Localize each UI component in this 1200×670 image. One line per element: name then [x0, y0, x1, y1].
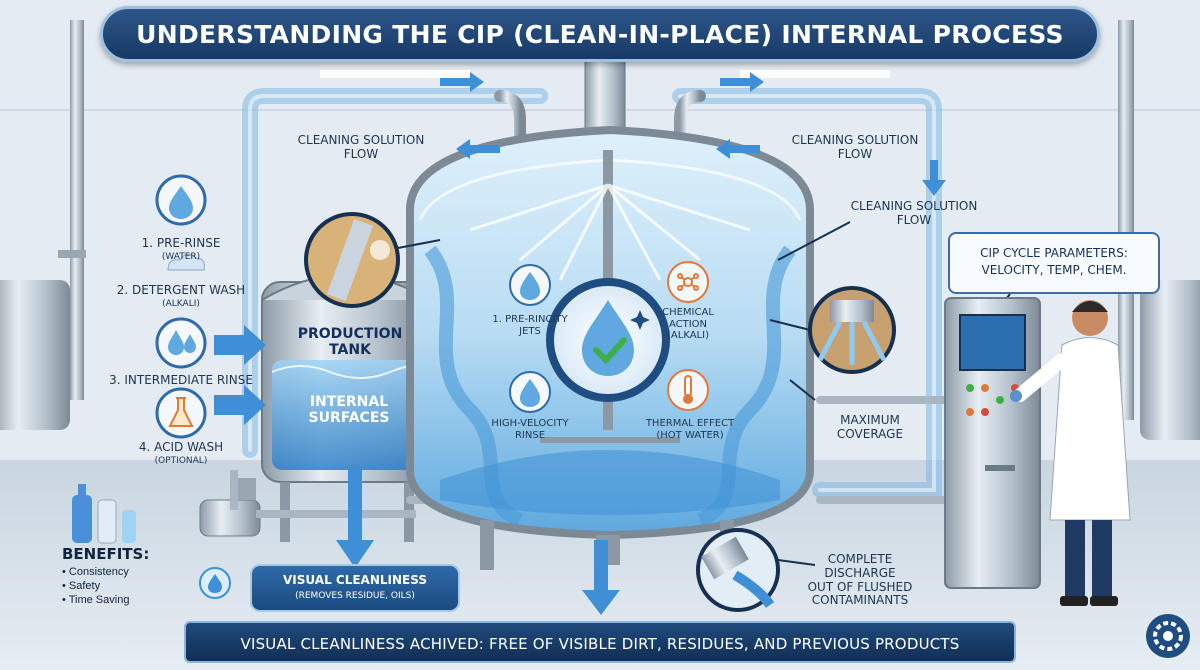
rinse-label: High-Velocity Rinse	[470, 418, 590, 441]
ceiling-light	[740, 70, 890, 78]
step-detergent-wash: 2. Detergent Wash (Alkali)	[96, 283, 266, 309]
discharge-line3: Out of Flushed	[807, 579, 913, 594]
coverage-line1: Maximum	[840, 413, 900, 427]
background-tank-left	[0, 20, 86, 430]
flow-label-right-lower: Cleaning Solution Flow	[850, 199, 978, 227]
chemical-line2: Action	[668, 318, 708, 330]
benefit-item: • Safety	[62, 580, 101, 592]
chemical-bottles	[72, 484, 136, 544]
step-acid-wash: 4. Acid Wash (Optional)	[106, 440, 256, 466]
coverage-line2: Coverage	[836, 426, 904, 441]
inside-icons	[509, 261, 709, 413]
internal-surfaces-label: Internal Surfaces	[308, 394, 390, 426]
jets-line2: Jets	[519, 325, 541, 337]
coverage-label: Maximum Coverage	[810, 413, 930, 442]
main-tank	[406, 49, 814, 570]
thermal-label: Thermal Effect (Hot Water)	[630, 418, 750, 441]
gear-icon	[1146, 614, 1190, 658]
visual-cleanliness-box: Visual Cleanliness (Removes Residue, Oil…	[250, 564, 460, 612]
rinse-line1: High-Velocity	[491, 418, 569, 429]
technician	[1010, 300, 1131, 606]
parameters-line1: CIP Cycle Parameters:	[980, 246, 1128, 260]
benefit-item: • Time Saving	[62, 594, 130, 606]
visual-cleanliness-sub: (Removes Residue, Oils)	[295, 591, 415, 601]
benefits-title: Benefits:	[62, 545, 150, 563]
ceiling-light	[320, 70, 470, 78]
flow-arrows	[214, 72, 946, 615]
bottom-banner: Visual Cleanliness Achived: Free of Visi…	[184, 621, 1016, 663]
flow-label-right: Cleaning Solution Flow	[791, 133, 919, 161]
step-intermediate-rinse: 3. Intermediate Rinse	[96, 373, 266, 387]
bottom-banner-text: Visual Cleanliness Achived: Free of Visi…	[240, 635, 960, 653]
step-sub: (Water)	[161, 252, 201, 262]
step-sub: (Optional)	[154, 456, 208, 466]
visual-cleanliness-title: Visual Cleanliness	[283, 573, 427, 587]
page-title: Understanding the CIP (Clean-in-Place) I…	[136, 20, 1064, 49]
benefit-item: • Consistency	[62, 566, 129, 578]
chemical-line3: (Alkali)	[667, 330, 709, 341]
jets-label: 1. Pre-Rincity Jets	[462, 314, 598, 337]
chemical-line1: Chemical	[662, 307, 714, 318]
benefits-list: Benefits: • Consistency • Safety • Time …	[62, 545, 192, 607]
discharge-line2: Discharge	[824, 565, 896, 580]
discharge-label: Complete Discharge Out of Flushed Contam…	[790, 552, 930, 608]
step-sub: (Alkali)	[162, 299, 200, 309]
discharge-line4: Contaminants	[811, 593, 909, 608]
production-tank-label: Production Tank	[297, 326, 403, 358]
cip-parameters-box: CIP Cycle Parameters: Velocity, Temp, Ch…	[948, 232, 1160, 294]
background-tank-right	[1118, 20, 1200, 440]
discharge-line1: Complete	[827, 552, 893, 566]
control-panel	[944, 297, 1041, 589]
center-check-icon	[546, 278, 670, 402]
step-label: 4. Acid Wash	[138, 440, 224, 454]
spray-nozzle-inset	[769, 286, 896, 374]
jets-line1: 1. Pre-Rincity	[492, 314, 568, 325]
chemical-label: Chemical Action (Alkali)	[636, 307, 740, 342]
flow-label-left: Cleaning Solution Flow	[297, 133, 425, 161]
step-icons	[155, 174, 207, 439]
discharge-inset	[696, 528, 816, 612]
step-label: 1. Pre-Rinse	[141, 236, 221, 250]
rinse-line2: Rinse	[514, 429, 546, 441]
step-pre-rinse: 1. Pre-Rinse (Water)	[106, 236, 256, 262]
step-label: 3. Intermediate Rinse	[109, 373, 253, 387]
thermal-line1: Thermal Effect	[645, 418, 735, 429]
wall-residue-inset	[304, 212, 441, 308]
thermal-line2: (Hot Water)	[656, 429, 724, 441]
title-banner: Understanding the CIP (Clean-in-Place) I…	[100, 6, 1100, 62]
parameters-line2: Velocity, Temp, Chem.	[981, 263, 1127, 278]
step-label: 2. Detergent Wash	[116, 283, 246, 297]
pump-assembly	[199, 470, 416, 537]
